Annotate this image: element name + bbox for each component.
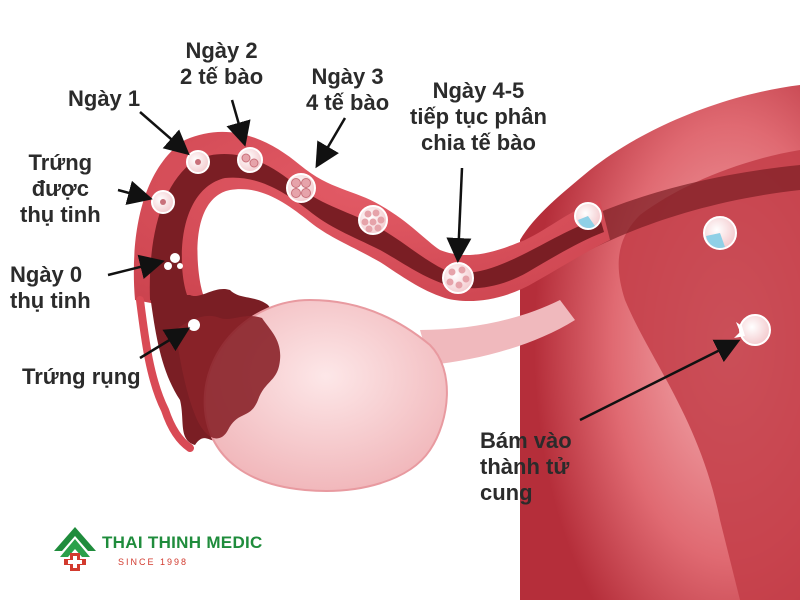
uterus-lining xyxy=(560,165,800,250)
arrow-implant xyxy=(579,339,741,422)
label-ovulation: Trứng rụng xyxy=(22,364,141,390)
label-day3-cells: 4 tế bào xyxy=(306,90,390,115)
arrow-fertilized xyxy=(117,180,153,205)
label-day45-line2: tiếp tục phân xyxy=(410,104,547,129)
logo-tagline: SINCE 1998 xyxy=(118,557,189,567)
uterus-cavity xyxy=(618,150,800,600)
brand-logo: THAI THINH MEDIC SINCE 1998 xyxy=(52,525,262,575)
ovulated-egg xyxy=(188,319,200,331)
label-day2: Ngày 2 2 tế bào xyxy=(180,38,263,90)
label-day0-line2: thụ tinh xyxy=(10,288,91,313)
day2-cell xyxy=(237,147,263,173)
label-fertilized-line3: thụ tinh xyxy=(20,202,101,227)
label-implantation-line1: Bám vào xyxy=(480,428,572,453)
arrow-day0 xyxy=(107,254,165,279)
label-ovulation-text: Trứng rụng xyxy=(22,364,141,389)
label-day1-title: Ngày 1 xyxy=(68,86,141,111)
label-day2-cells: 2 tế bào xyxy=(180,64,264,89)
label-day3-title: Ngày 3 xyxy=(311,64,384,89)
label-fertilized-line2: được xyxy=(31,176,89,201)
label-day3: Ngày 3 4 tế bào xyxy=(306,64,389,116)
label-day1: Ngày 1 xyxy=(68,86,140,112)
label-implantation: Bám vào thành tử cung xyxy=(480,428,572,506)
fertilized-egg xyxy=(151,190,175,214)
fimbriae-edge xyxy=(136,296,194,452)
label-day2-title: Ngày 2 xyxy=(185,38,258,63)
blastocyst-2 xyxy=(703,216,737,250)
implanting-blastocyst xyxy=(734,314,771,346)
logo-name: THAI THINH MEDIC xyxy=(102,533,263,552)
logo-mark-icon xyxy=(54,527,96,571)
day3-cell xyxy=(286,173,316,203)
label-day0-title: Ngày 0 xyxy=(10,262,83,287)
label-implantation-line2: thành tử xyxy=(480,454,570,479)
label-day45-line3: chia tế bào xyxy=(420,130,536,155)
label-implantation-line3: cung xyxy=(480,480,533,505)
day45-cell xyxy=(442,262,474,294)
blastocyst-1 xyxy=(574,202,602,230)
arrow-day1 xyxy=(139,111,190,156)
arrow-day2 xyxy=(226,99,251,147)
label-day45: Ngày 4-5 tiếp tục phân chia tế bào xyxy=(410,78,547,156)
arrow-day3 xyxy=(315,117,347,169)
ovarian-ligament xyxy=(420,300,575,365)
label-fertilized-line1: Trứng xyxy=(28,150,93,175)
fertilization-cell xyxy=(164,253,183,270)
label-day45-title: Ngày 4-5 xyxy=(432,78,525,103)
morula-cell xyxy=(358,205,388,235)
fimbriae-front xyxy=(175,315,281,439)
day1-cell xyxy=(186,150,210,174)
arrow-ovulated xyxy=(139,327,191,360)
label-fertilized-egg: Trứng được thụ tinh xyxy=(20,150,101,228)
arrow-day45 xyxy=(446,167,472,263)
label-day0: Ngày 0 thụ tinh xyxy=(10,262,91,314)
